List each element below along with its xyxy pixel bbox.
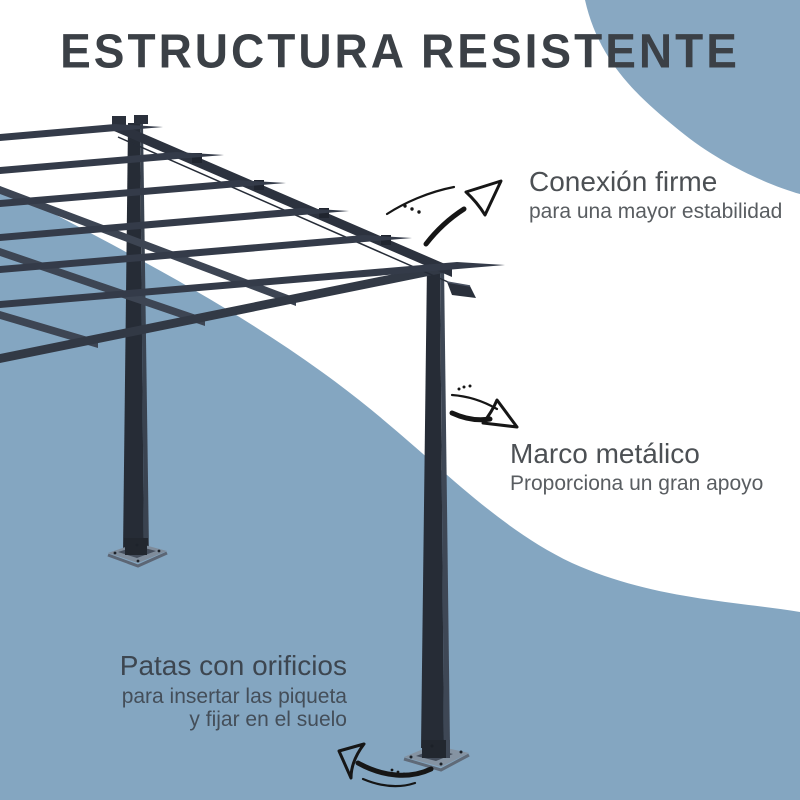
- pergola-foot-plate-front: [403, 740, 470, 772]
- annotation-connection-subheading: para una mayor estabilidad: [529, 200, 783, 224]
- annotation-connection: Conexión firme para una mayor estabilida…: [529, 166, 782, 223]
- pergola-post-back: [123, 123, 149, 552]
- pergola-post-front: [421, 264, 450, 748]
- curved-arrow-up-left-icon: [337, 742, 434, 788]
- pergola-roof-slats: [0, 124, 505, 308]
- pergola-foot-plate-back: [107, 538, 168, 568]
- curved-arrow-down-right-icon: [449, 384, 519, 429]
- annotation-frame-heading: Marco metálico: [510, 438, 700, 469]
- curved-arrow-up-right-icon: [385, 179, 503, 247]
- annotation-legs-subheading-line2: y fijar en el suelo: [189, 708, 347, 732]
- annotation-frame: Marco metálico Proporciona un gran apoyo: [510, 438, 763, 495]
- annotation-frame-subheading: Proporciona un gran apoyo: [510, 472, 764, 496]
- pergola-front-edge-beam: [0, 264, 443, 363]
- annotation-legs: Patas con orificios para insertar las pi…: [120, 650, 347, 732]
- pergola-back-joint: [112, 115, 148, 125]
- annotation-legs-subheading-line1: para insertar las piqueta: [121, 685, 347, 709]
- annotation-connection-heading: Conexión firme: [529, 166, 718, 197]
- annotation-legs-heading: Patas con orificios: [119, 650, 347, 681]
- annotation-legs-subheading: para insertar las piqueta y fijar en el …: [120, 685, 347, 731]
- pergola-corner-bracket: [446, 281, 476, 298]
- background-blue-circle: [585, 0, 800, 194]
- background-blue-wave: [0, 186, 800, 800]
- page-title: ESTRUCTURA RESISTENTE: [60, 23, 740, 79]
